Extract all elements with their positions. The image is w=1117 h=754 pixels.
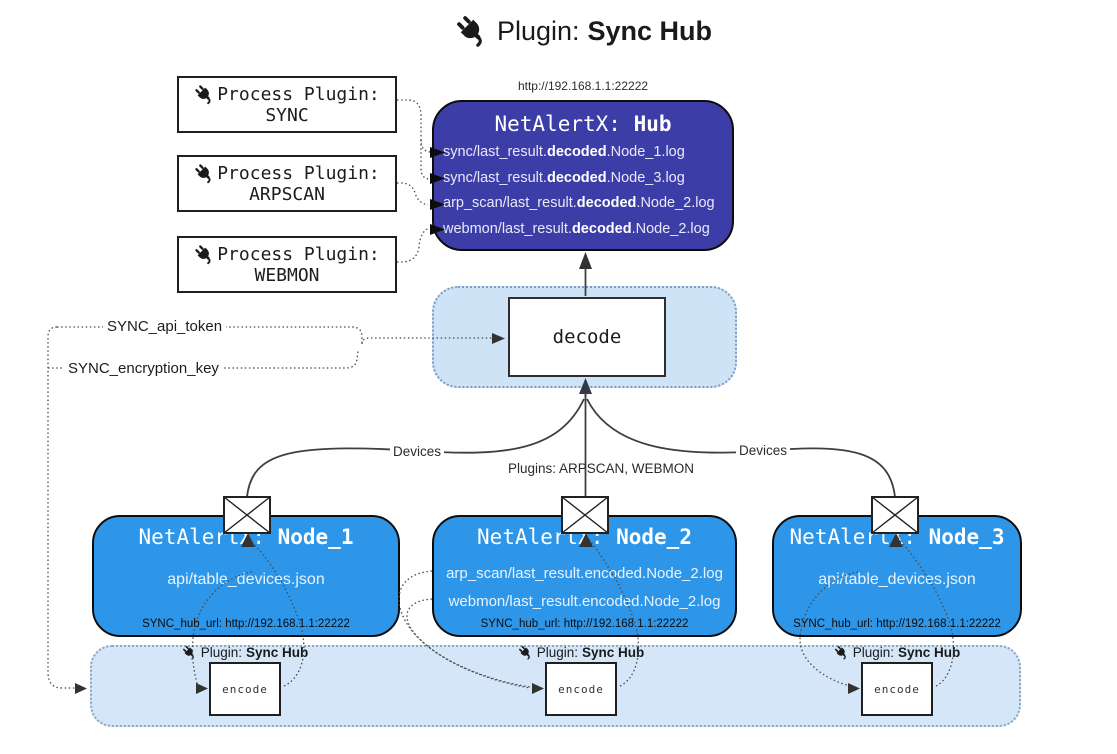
- plug-icon: [195, 244, 211, 264]
- link-keys-to-band: [47, 326, 76, 689]
- plug-icon: [195, 84, 211, 104]
- node-title: NetAlertX: Node_3: [789, 525, 1005, 549]
- process-plugin-label: Process Plugin:: [217, 243, 380, 265]
- node-hub-url: SYNC_hub_url: http://192.168.1.1:22222: [793, 618, 1001, 630]
- hub-file-list: sync/last_result.decoded.Node_1.log sync…: [434, 140, 732, 242]
- sync-api-token-label: SYNC_api_token: [103, 318, 227, 335]
- devices-left-label: Devices: [390, 444, 445, 459]
- hub-file: arp_scan/last_result.decoded.Node_2.log: [443, 195, 715, 211]
- plug-icon: [182, 645, 194, 660]
- title-bold: Sync Hub: [587, 15, 713, 46]
- band-plugin-label-3: Plugin: Sync Hub: [812, 645, 982, 660]
- node-hub-url: SYNC_hub_url: http://192.168.1.1:22222: [480, 618, 689, 630]
- node-file: api/table_devices.json: [167, 571, 325, 588]
- hub-node: NetAlertX: Hub sync/last_result.decoded.…: [432, 100, 734, 251]
- node-title: NetAlertX: Node_1: [138, 525, 354, 549]
- hub-file: webmon/last_result.decoded.Node_2.log: [443, 220, 710, 237]
- process-plugin-label: Process Plugin:: [217, 162, 380, 184]
- node-file: webmon/last_result.encoded.Node_2.log: [448, 593, 721, 610]
- link-arpscan-to-hub: [397, 182, 429, 206]
- process-plugin-name: ARPSCAN: [249, 183, 325, 205]
- node-title: NetAlertX: Node_2: [477, 525, 692, 549]
- link-sync-to-hub-2: [420, 140, 431, 180]
- node-file: api/table_devices.json: [818, 571, 976, 588]
- diagram-title: Plugin: Sync Hub: [0, 14, 1117, 48]
- band-plugin-label-2: Plugin: Sync Hub: [496, 645, 666, 660]
- plug-icon: [834, 645, 846, 660]
- hub-file: sync/last_result.decoded.Node_1.log: [443, 144, 685, 160]
- hub-file: sync/last_result.decoded.Node_3.log: [443, 169, 685, 186]
- link-webmon-to-hub: [397, 227, 430, 263]
- plug-icon: [457, 16, 482, 47]
- process-plugin-name: SYNC: [265, 104, 309, 126]
- encode-box-2: encode: [545, 662, 617, 716]
- node-file: arp_scan/last_result.encoded.Node_2.log: [446, 565, 723, 582]
- node-3: NetAlertX: Node_3 api/table_devices.json…: [772, 515, 1022, 637]
- arrowhead-into-band: [75, 683, 87, 694]
- process-plugin-webmon: Process Plugin: WEBMON: [177, 236, 397, 293]
- encode-box-3: encode: [861, 662, 933, 716]
- node-2: NetAlertX: Node_2 arp_scan/last_result.e…: [432, 515, 737, 637]
- process-plugin-label: Process Plugin:: [217, 83, 380, 105]
- plug-icon: [195, 163, 211, 183]
- arrowhead-into-hub: [579, 252, 592, 269]
- hub-url: http://192.168.1.1:22222: [517, 79, 649, 93]
- plug-icon: [518, 645, 530, 660]
- node-hub-url: SYNC_hub_url: http://192.168.1.1:22222: [142, 618, 350, 630]
- process-plugin-name: WEBMON: [254, 264, 320, 286]
- decode-box: decode: [508, 297, 666, 377]
- node-1: NetAlertX: Node_1 api/table_devices.json…: [92, 515, 400, 637]
- hub-title: NetAlertX: Hub: [494, 112, 672, 136]
- sync-encryption-key-label: SYNC_encryption_key: [64, 360, 223, 377]
- band-plugin-label-1: Plugin: Sync Hub: [160, 645, 330, 660]
- process-plugin-arpscan: Process Plugin: ARPSCAN: [177, 155, 397, 212]
- title-prefix: Plugin:: [496, 15, 580, 46]
- devices-right-label: Devices: [736, 443, 791, 458]
- process-plugin-sync: Process Plugin: SYNC: [177, 76, 397, 133]
- link-sync-to-hub-1: [397, 99, 431, 153]
- plugins-middle-label: Plugins: ARPSCAN, WEBMON: [508, 461, 695, 476]
- encode-box-1: encode: [209, 662, 281, 716]
